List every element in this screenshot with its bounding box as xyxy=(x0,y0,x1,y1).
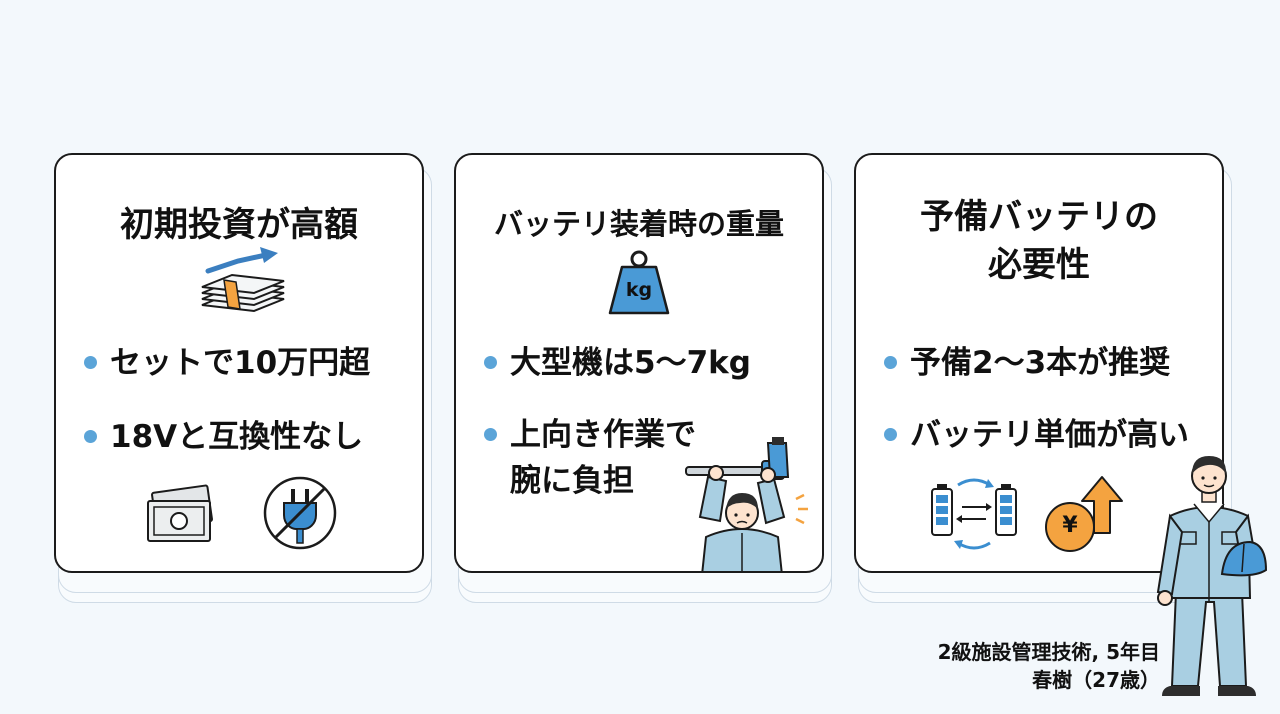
person-role: 2級施設管理技術, 5年目 xyxy=(937,640,1160,664)
card-body: バッテリ装着時の重量 kg 大型機は5〜7kg 上向き作業で 腕に負担 xyxy=(454,153,824,573)
card-body: 初期投資が高額 セットで10万円超 18Vと互換性なし xyxy=(54,153,424,573)
bullet-dot xyxy=(484,428,497,441)
card-title: 初期投資が高額 xyxy=(120,205,358,245)
card-initial-cost: 初期投資が高額 セットで10万円超 18Vと互換性なし xyxy=(54,153,432,603)
bullet-text: 18Vと互換性なし xyxy=(110,419,364,455)
bullet-dot xyxy=(84,356,97,369)
bullet-item: セットで10万円超 xyxy=(84,343,371,383)
worker-with-helmet-icon xyxy=(1156,456,1268,696)
card-title-line: 予備バッテリの xyxy=(920,197,1158,237)
card-title: バッテリ装着時の重量 xyxy=(493,207,784,241)
yen-symbol: ¥ xyxy=(1062,513,1078,538)
bullet-dot xyxy=(884,428,897,441)
yen-price-up-icon: ¥ xyxy=(1042,475,1124,555)
bullet-item: 大型機は5〜7kg xyxy=(484,343,751,383)
card-body: 予備バッテリの 必要性 予備2〜3本が推奨 バッテリ単価が高い xyxy=(854,153,1224,573)
kg-weight-icon: kg xyxy=(606,249,672,317)
worker-drill-overhead-icon xyxy=(685,437,808,571)
bullet-text: 腕に負担 xyxy=(510,463,634,499)
money-stack-arrow-icon xyxy=(201,247,285,313)
battery-swap-icon xyxy=(931,478,1017,550)
bullet-item: バッテリ単価が高い xyxy=(884,415,1189,455)
bullet-item: 18Vと互換性なし xyxy=(84,417,364,457)
bullet-item: 上向き作業で xyxy=(484,415,696,455)
no-plug-icon xyxy=(263,476,337,550)
person-name: 春樹（27歳） xyxy=(1032,668,1160,692)
banknote-icon xyxy=(147,484,213,542)
card-title: 予備バッテリの 必要性 xyxy=(856,193,1222,289)
bullet-dot xyxy=(84,430,97,443)
card-title-line: 必要性 xyxy=(988,245,1090,285)
card-spare-battery: 予備バッテリの 必要性 予備2〜3本が推奨 バッテリ単価が高い xyxy=(854,153,1232,603)
bullet-dot xyxy=(884,356,897,369)
bullet-text: 上向き作業で xyxy=(510,417,696,453)
kg-label: kg xyxy=(625,279,653,301)
bullet-dot xyxy=(484,356,497,369)
bullet-text: 大型機は5〜7kg xyxy=(510,345,751,381)
bullet-text: セットで10万円超 xyxy=(110,345,371,381)
bullet-text: バッテリ単価が高い xyxy=(910,417,1189,453)
bullet-text: 予備2〜3本が推奨 xyxy=(910,345,1171,381)
card-weight: バッテリ装着時の重量 kg 大型機は5〜7kg 上向き作業で 腕に負担 xyxy=(454,153,832,603)
bullet-item-continued: 腕に負担 xyxy=(510,461,634,501)
bullet-item: 予備2〜3本が推奨 xyxy=(884,343,1171,383)
